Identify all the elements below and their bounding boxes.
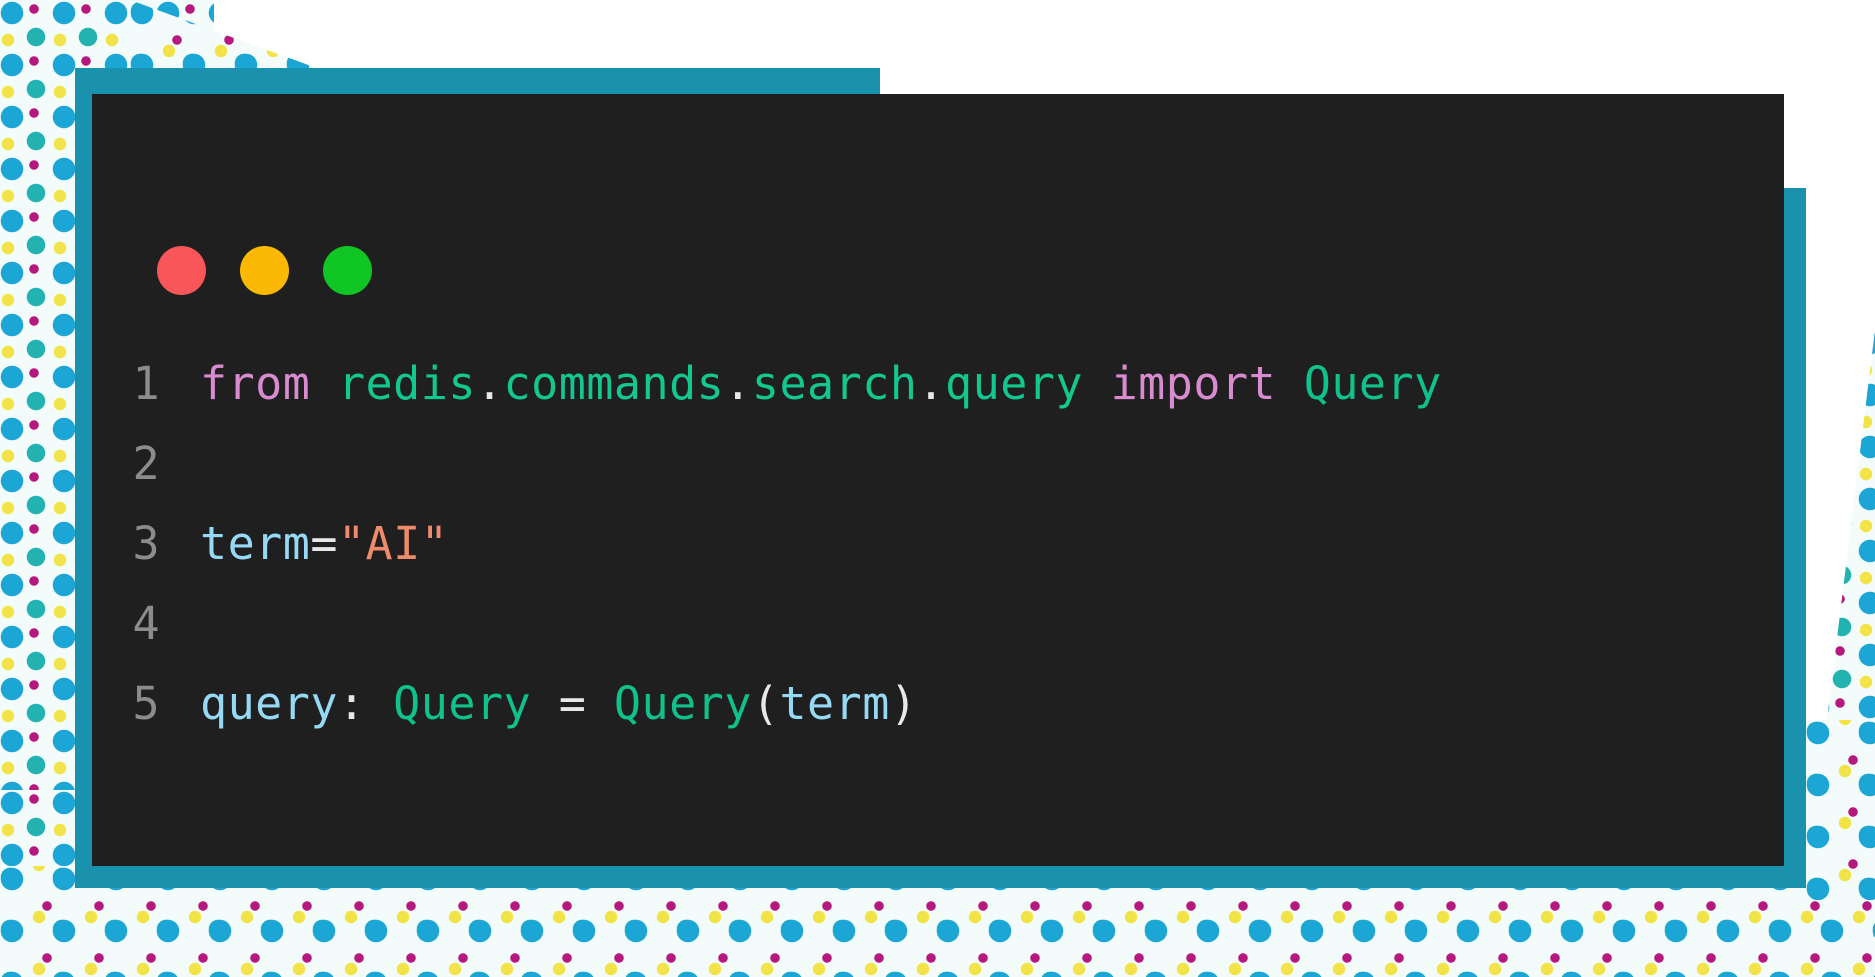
code-token-var: term xyxy=(200,517,311,570)
code-line-text[interactable]: query: Query = Query(term) xyxy=(200,664,1784,744)
code-token-module: query xyxy=(945,357,1083,410)
code-token-var: term xyxy=(779,677,890,730)
code-line[interactable]: 3 term="AI" xyxy=(92,504,1784,584)
code-token-class: Query xyxy=(393,677,532,730)
code-token-plain xyxy=(531,677,559,730)
code-token-plain xyxy=(1083,357,1111,410)
line-number: 5 xyxy=(132,677,160,730)
code-token-punct: : xyxy=(337,677,366,730)
code-token-class: Query xyxy=(613,677,752,730)
code-token-plain xyxy=(366,677,394,730)
line-number: 1 xyxy=(132,357,160,410)
minimize-window-icon[interactable] xyxy=(240,246,289,295)
window-titlebar xyxy=(92,94,1784,295)
code-token-plain xyxy=(310,357,338,410)
code-token-punct: ( xyxy=(751,677,780,730)
accent-rectangle-left xyxy=(75,68,95,873)
code-token-module: search xyxy=(751,357,918,410)
window-controls xyxy=(157,246,372,295)
code-token-op: = xyxy=(310,517,338,570)
maximize-window-icon[interactable] xyxy=(323,246,372,295)
line-number: 2 xyxy=(132,437,160,490)
code-token-keyword: from xyxy=(200,357,311,410)
code-token-keyword: import xyxy=(1110,357,1277,410)
code-line-text[interactable]: from redis.commands.search.query import … xyxy=(200,344,1784,424)
code-token-string: "AI" xyxy=(337,517,449,570)
close-window-icon[interactable] xyxy=(157,246,206,295)
code-token-punct: . xyxy=(917,357,946,410)
code-token-module: redis xyxy=(337,357,476,410)
confetti-pattern-right-band xyxy=(1806,720,1875,900)
code-token-punct: . xyxy=(475,357,504,410)
code-token-var: query xyxy=(200,677,338,730)
line-number: 4 xyxy=(132,597,160,650)
code-token-class: Query xyxy=(1303,357,1442,410)
code-token-plain xyxy=(1276,357,1304,410)
line-number: 3 xyxy=(132,517,160,570)
code-token-plain xyxy=(586,677,614,730)
code-token-op: = xyxy=(558,677,587,730)
code-line[interactable]: 4 xyxy=(92,584,1784,664)
code-line-text[interactable]: term="AI" xyxy=(200,504,1784,584)
code-line[interactable]: 2 xyxy=(92,424,1784,504)
code-token-module: commands xyxy=(503,357,725,410)
code-token-punct: ) xyxy=(889,677,918,730)
code-token-punct: . xyxy=(724,357,752,410)
